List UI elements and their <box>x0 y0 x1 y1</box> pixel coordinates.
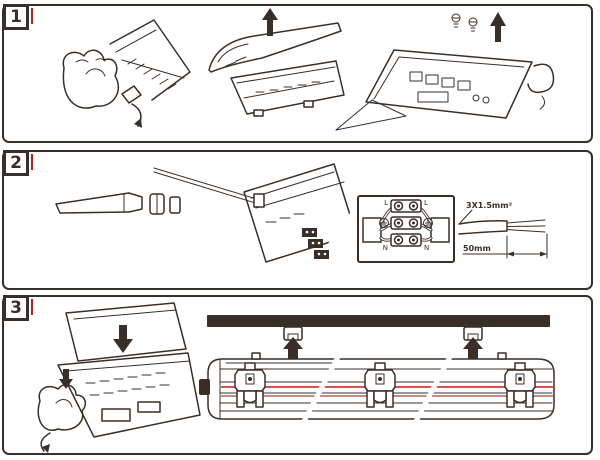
step3-illustration <box>4 297 591 453</box>
step-panel-1 <box>2 4 593 143</box>
mounting-clip <box>365 363 395 407</box>
callout-wedge <box>327 202 358 260</box>
refit-cover-drawing <box>38 303 200 453</box>
step-number-badge-2: 2 <box>3 150 29 176</box>
fixture-wiring-drawing <box>154 164 356 262</box>
screw-icon <box>452 14 460 27</box>
up-arrow-icon <box>463 337 483 363</box>
curved-arrow-icon <box>132 104 142 128</box>
red-accent-tick <box>31 154 33 170</box>
step-panel-3 <box>2 295 593 455</box>
mounting-bracket <box>336 100 406 130</box>
step-panel-2: L L N N 3X1.5mm² <box>2 150 593 290</box>
strip-length-dimension: 50mm <box>463 234 547 258</box>
step1-illustration <box>4 8 591 141</box>
hand-icon <box>38 385 85 431</box>
step-number: 2 <box>10 152 22 173</box>
earth-ground-icon <box>380 219 389 228</box>
terminal-strip-earth <box>391 217 421 229</box>
supply-cable <box>56 193 142 213</box>
red-accent-tick <box>31 8 33 24</box>
ceiling-mount-drawing <box>199 315 554 425</box>
screw-icon <box>469 18 477 31</box>
terminal-strip-neutral <box>391 234 421 246</box>
break-line-icon <box>302 353 340 425</box>
end-clip <box>528 64 554 92</box>
mounting-clip <box>505 363 535 407</box>
earth-ground-icon <box>424 219 433 228</box>
gear-box <box>138 402 160 412</box>
curved-arrow-icon <box>41 433 50 453</box>
driver-components <box>410 72 489 103</box>
step-number-badge-1: 1 <box>3 4 29 30</box>
neutral-label-left: N <box>383 244 388 252</box>
red-accent-tick <box>31 299 33 315</box>
cable-block-right <box>431 218 449 242</box>
open-clip-drawing <box>63 20 190 128</box>
ceiling-rail <box>207 315 550 327</box>
hand-icon <box>63 50 118 108</box>
neutral-label-right: N <box>424 244 429 252</box>
entry-gland <box>254 194 264 207</box>
up-arrow-icon <box>262 8 278 36</box>
step2-illustration: L L N N 3X1.5mm² <box>4 152 591 288</box>
ceiling-bracket <box>464 327 482 340</box>
gear-tray-drawing <box>336 12 554 130</box>
live-label-left: L <box>384 199 388 207</box>
end-gland <box>199 379 210 395</box>
terminal-block-cluster <box>302 228 329 259</box>
step-number-badge-3: 3 <box>3 295 29 321</box>
leader-line <box>460 210 472 223</box>
terminal-strip-live <box>391 200 421 212</box>
down-arrow-icon <box>113 325 133 353</box>
step-number: 3 <box>10 297 22 318</box>
cable-spec-label: 3X1.5mm² <box>466 201 513 210</box>
up-arrow-icon <box>283 337 303 363</box>
down-arrow-icon <box>59 369 73 389</box>
cable-strip-detail: 3X1.5mm² 50mm <box>459 201 547 258</box>
mounting-clip <box>235 363 265 407</box>
latch-clip <box>122 86 141 103</box>
live-label-right: L <box>424 199 428 207</box>
wiring-inset: L L N N <box>358 196 454 262</box>
break-line-icon <box>414 353 452 425</box>
top-tab <box>252 353 260 359</box>
up-arrow-icon <box>490 12 506 42</box>
cover-clip <box>254 110 263 116</box>
step-number: 1 <box>10 6 22 27</box>
cable-gland-seal <box>170 197 180 213</box>
cable-block-left <box>363 218 381 242</box>
cover-clip <box>304 101 313 107</box>
remove-cover-drawing <box>209 8 344 116</box>
top-tab <box>498 353 506 359</box>
strip-length-label: 50mm <box>463 244 491 253</box>
cable-gland-nut <box>150 194 164 214</box>
gear-box <box>102 409 130 421</box>
